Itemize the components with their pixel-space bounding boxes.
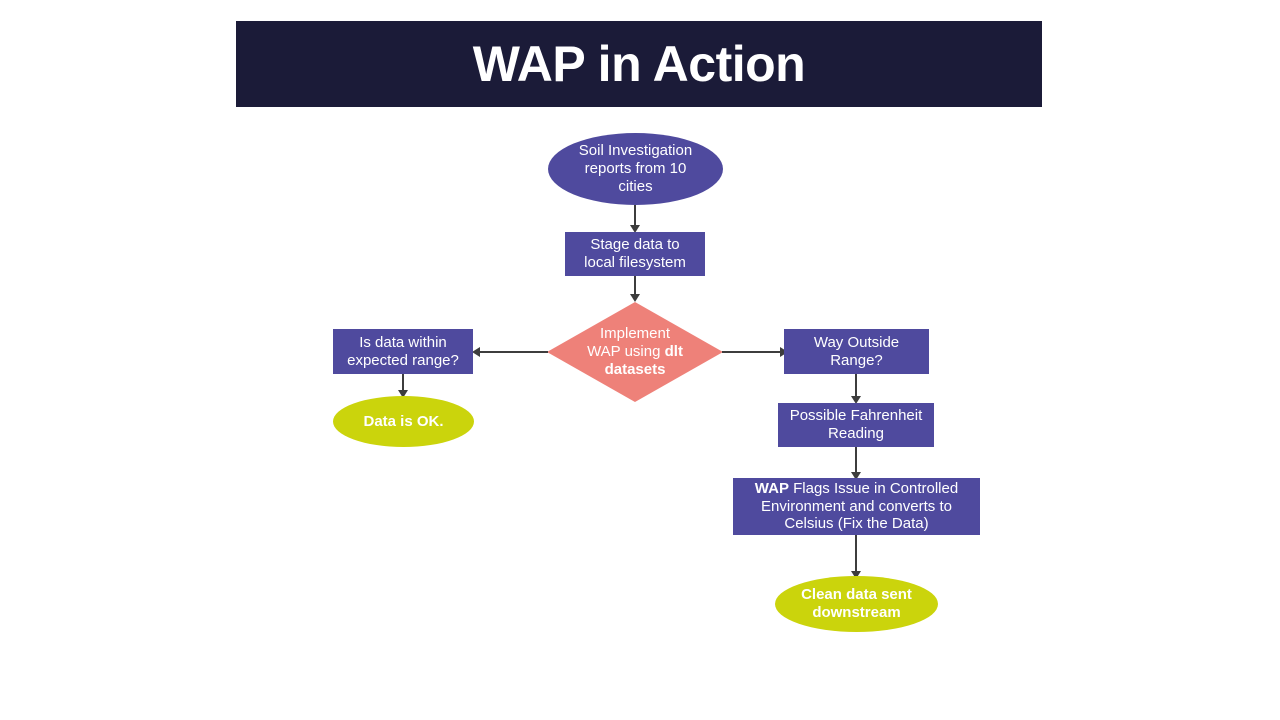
- arrowhead-wap-flags-to-clean-data: [851, 571, 861, 579]
- node-source-reports-label: Soil Investigation reports from 10 citie…: [578, 142, 693, 195]
- arrowhead-stage-to-decision: [630, 294, 640, 302]
- page-title: WAP in Action: [472, 36, 806, 92]
- connector-in-range-to-data-ok: [402, 374, 404, 394]
- node-wap-flags-issue[interactable]: WAP Flags Issue in Controlled Environmen…: [733, 478, 980, 535]
- node-data-is-ok-label: Data is OK.: [363, 412, 444, 430]
- title-banner: WAP in Action: [236, 21, 1042, 107]
- node-possible-fahrenheit-label: Possible Fahrenheit Reading: [789, 407, 923, 442]
- connector-decision-to-way-outside: [722, 351, 784, 353]
- node-decision-implement-wap[interactable]: Implement WAP using dlt datasets: [547, 302, 723, 402]
- connector-wap-flags-to-clean-data: [855, 535, 857, 577]
- node-way-outside-range-label: Way Outside Range?: [813, 333, 900, 369]
- node-is-data-within-range[interactable]: Is data within expected range?: [333, 329, 473, 374]
- node-source-reports[interactable]: Soil Investigation reports from 10 citie…: [548, 133, 723, 205]
- node-stage-data-label: Stage data to local filesystem: [584, 236, 686, 271]
- node-stage-data[interactable]: Stage data to local filesystem: [565, 232, 705, 276]
- connector-way-outside-to-fahrenheit: [855, 374, 857, 400]
- arrowhead-source-to-stage: [630, 225, 640, 233]
- arrowhead-fahrenheit-to-wap-flags: [851, 472, 861, 480]
- node-data-is-ok[interactable]: Data is OK.: [333, 396, 474, 447]
- node-way-outside-range[interactable]: Way Outside Range?: [784, 329, 929, 374]
- arrowhead-in-range-to-data-ok: [398, 390, 408, 398]
- connector-fahrenheit-to-wap-flags: [855, 447, 857, 477]
- node-wap-flags-issue-label: WAP Flags Issue in Controlled Environmen…: [754, 479, 959, 533]
- node-clean-data-downstream-label: Clean data sent downstream: [801, 586, 912, 621]
- arrowhead-decision-to-in-range: [472, 347, 480, 357]
- node-clean-data-downstream[interactable]: Clean data sent downstream: [775, 576, 938, 632]
- node-decision-implement-wap-label: Implement WAP using dlt datasets: [587, 325, 683, 378]
- diamond-shape-icon: [547, 302, 723, 402]
- node-possible-fahrenheit[interactable]: Possible Fahrenheit Reading: [778, 403, 934, 447]
- connector-source-to-stage: [634, 205, 636, 228]
- node-is-data-within-range-label: Is data within expected range?: [347, 333, 459, 369]
- connector-stage-to-decision: [634, 276, 636, 299]
- arrowhead-way-outside-to-fahrenheit: [851, 396, 861, 404]
- connector-decision-to-in-range: [478, 351, 548, 353]
